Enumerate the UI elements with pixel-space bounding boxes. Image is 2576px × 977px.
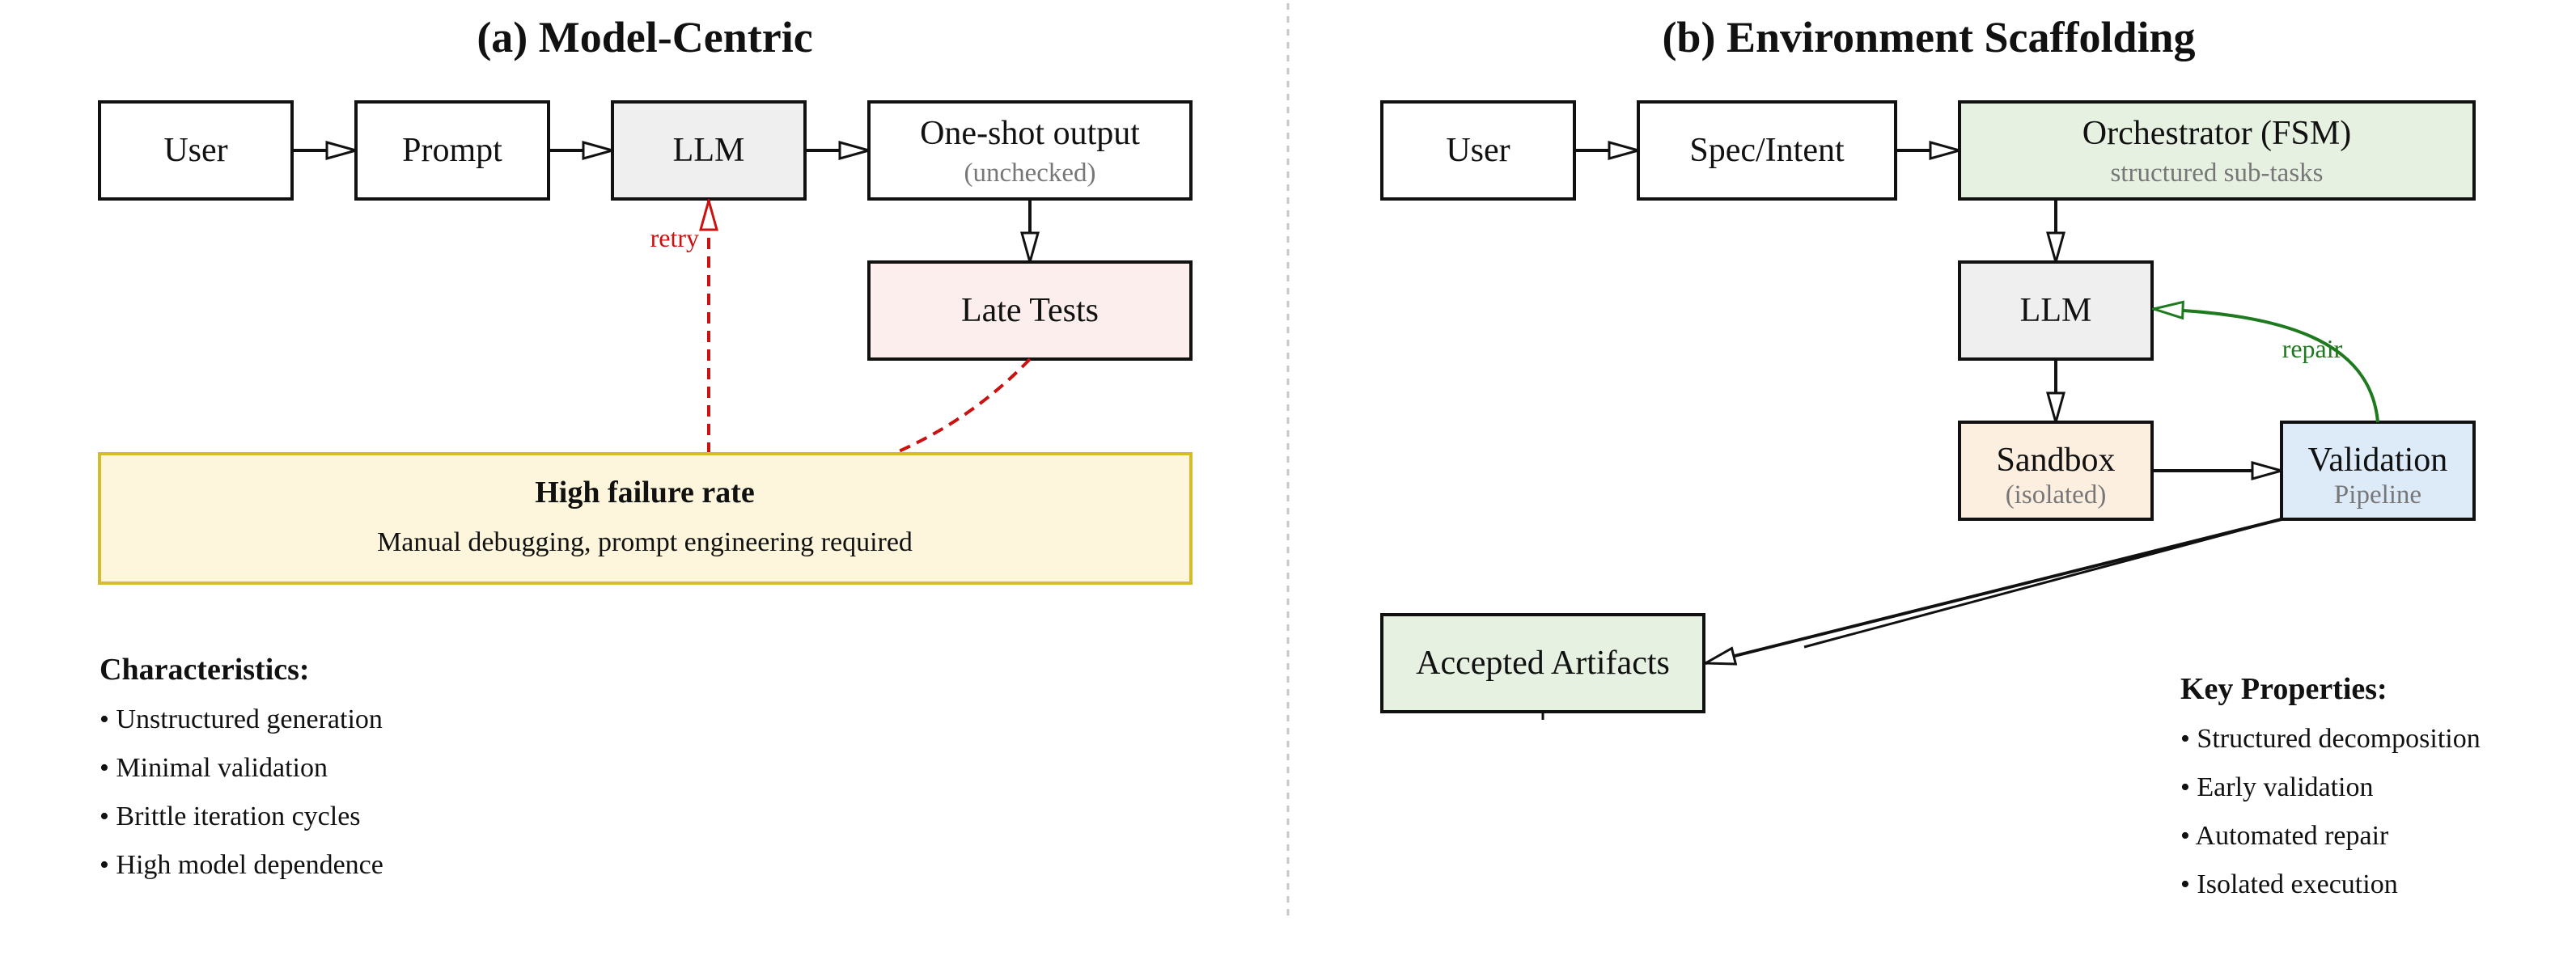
node-orchestrator-sub: structured sub-tasks — [2110, 159, 2323, 188]
node-spec-intent: Spec/Intent — [1637, 100, 1897, 201]
node-llm-a-label: LLM — [673, 132, 745, 169]
characteristic-item: • Brittle iteration cycles — [100, 801, 361, 831]
node-spec-intent-label: Spec/Intent — [1689, 132, 1845, 169]
key-properties-list: Key Properties: • Structured decompositi… — [2180, 672, 2481, 899]
node-prompt-label: Prompt — [402, 132, 502, 169]
node-orchestrator-label: Orchestrator (FSM) — [2082, 115, 2351, 152]
failure-title: High failure rate — [535, 476, 755, 510]
node-validation: Validation Pipeline — [2280, 421, 2476, 521]
node-accepted-artifacts-label: Accepted Artifacts — [1416, 645, 1670, 682]
node-one-shot-output-sub: (unchecked) — [964, 159, 1095, 188]
key-property-item: • Isolated execution — [2180, 869, 2398, 899]
node-llm-a: LLM — [611, 100, 807, 201]
node-one-shot-output-label: One-shot output — [920, 115, 1140, 152]
panel-a: (a) Model-Centric User Prompt LLM One-sh… — [98, 13, 1193, 880]
key-property-item: • Automated repair — [2180, 821, 2389, 851]
key-property-item: • Early validation — [2180, 772, 2374, 802]
arrow-late-tests-failure — [892, 357, 1032, 455]
panel-b-title: (b) Environment Scaffolding — [1662, 13, 2195, 61]
arrow-validation-accepted — [1705, 518, 2282, 663]
node-llm-b: LLM — [1958, 260, 2154, 361]
node-llm-b-label: LLM — [2020, 292, 2092, 329]
node-accepted-artifacts: Accepted Artifacts — [1380, 613, 1705, 713]
node-user-b-label: User — [1446, 132, 1510, 169]
characteristic-item: • Minimal validation — [100, 753, 328, 783]
key-properties-heading: Key Properties: — [2180, 672, 2387, 706]
repair-label: repair — [2282, 334, 2343, 363]
arrow-repair — [2154, 309, 2379, 423]
key-property-item: • Structured decomposition — [2180, 724, 2481, 754]
node-prompt: Prompt — [354, 100, 550, 201]
failure-box: High failure rate Manual debugging, prom… — [98, 452, 1193, 585]
characteristics-list: Characteristics: • Unstructured generati… — [100, 653, 383, 880]
node-validation-sub: Pipeline — [2334, 480, 2421, 510]
characteristic-item: • Unstructured generation — [100, 704, 383, 734]
node-validation-label: Validation — [2308, 442, 2448, 479]
panel-b: (b) Environment Scaffolding User Spec/In… — [1380, 13, 2481, 899]
node-sandbox-label: Sandbox — [1997, 442, 2116, 479]
failure-subtitle: Manual debugging, prompt engineering req… — [377, 527, 913, 557]
node-late-tests: Late Tests — [867, 260, 1193, 361]
panel-a-title: (a) Model-Centric — [477, 13, 812, 61]
node-user-b: User — [1380, 100, 1576, 201]
characteristic-item: • High model dependence — [100, 850, 383, 880]
node-user-a: User — [98, 100, 294, 201]
node-sandbox: Sandbox (isolated) — [1958, 421, 2154, 521]
node-one-shot-output: One-shot output (unchecked) — [867, 100, 1193, 201]
retry-label: retry — [650, 223, 699, 252]
node-user-a-label: User — [163, 132, 227, 169]
node-orchestrator: Orchestrator (FSM) structured sub-tasks — [1958, 100, 2476, 201]
node-late-tests-label: Late Tests — [961, 292, 1099, 329]
characteristics-heading: Characteristics: — [100, 653, 310, 687]
node-sandbox-sub: (isolated) — [2006, 480, 2107, 510]
arrow-validation-accepted-2 — [1803, 518, 2282, 649]
